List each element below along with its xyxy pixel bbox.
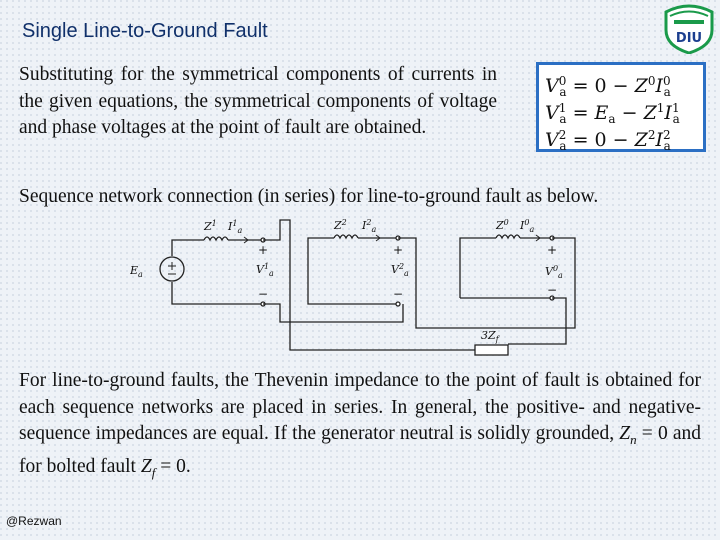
- footer-author: @Rezwan: [6, 514, 62, 528]
- v0-label: V0a: [545, 264, 563, 280]
- v2-minus: −: [393, 287, 403, 301]
- z0-label: Z0: [495, 218, 509, 232]
- v0-plus: +: [547, 243, 557, 257]
- i1-label: I1a: [227, 219, 242, 235]
- source-label: Ea: [130, 264, 143, 279]
- v1-minus: −: [258, 287, 268, 301]
- logo-text: DIU: [676, 31, 702, 46]
- equation-positive-sequence: V1a = Ea − Z1I1a: [545, 101, 680, 126]
- i2-label: I2a: [361, 218, 376, 234]
- fault-impedance-resistor: [474, 344, 509, 356]
- v2-label: V2a: [391, 262, 409, 278]
- positive-sequence-network: [159, 236, 266, 307]
- equation-zero-sequence: V0a = 0 − Z0I0a: [545, 74, 671, 99]
- paragraph-substitution: Substituting for the symmetrical compone…: [19, 64, 497, 138]
- z1-label: Z1: [203, 219, 217, 233]
- paragraph-thevenin: For line-to-ground faults, the Thevenin …: [19, 370, 701, 480]
- v1-label: V1a: [256, 262, 274, 278]
- z2-label: Z2: [333, 218, 347, 232]
- slide-title: Single Line-to-Ground Fault: [22, 20, 268, 42]
- sequence-network-diagram: Ea Z1 I1a Z2 I2a Z0 I0a V1a V2a V0a 3Zf …: [130, 218, 576, 356]
- fault-impedance-label: 3Zf: [481, 329, 501, 344]
- v2-plus: +: [393, 243, 403, 257]
- university-logo-icon: DIU: [664, 4, 714, 54]
- paragraph-sequence-connection: Sequence network connection (in series) …: [19, 186, 599, 207]
- series-connection-wires: [263, 219, 576, 356]
- i0-label: I0a: [519, 218, 534, 234]
- v0-minus: −: [547, 283, 557, 297]
- negative-sequence-network: [307, 234, 401, 307]
- voltage-source-icon: [159, 256, 185, 282]
- equation-negative-sequence: V2a = 0 − Z2I2a: [545, 128, 671, 153]
- zero-sequence-network: [459, 234, 555, 301]
- v1-plus: +: [258, 243, 268, 257]
- equations-box: V0a = 0 − Z0I0a V1a = Ea − Z1I1a V2a = 0…: [536, 62, 706, 153]
